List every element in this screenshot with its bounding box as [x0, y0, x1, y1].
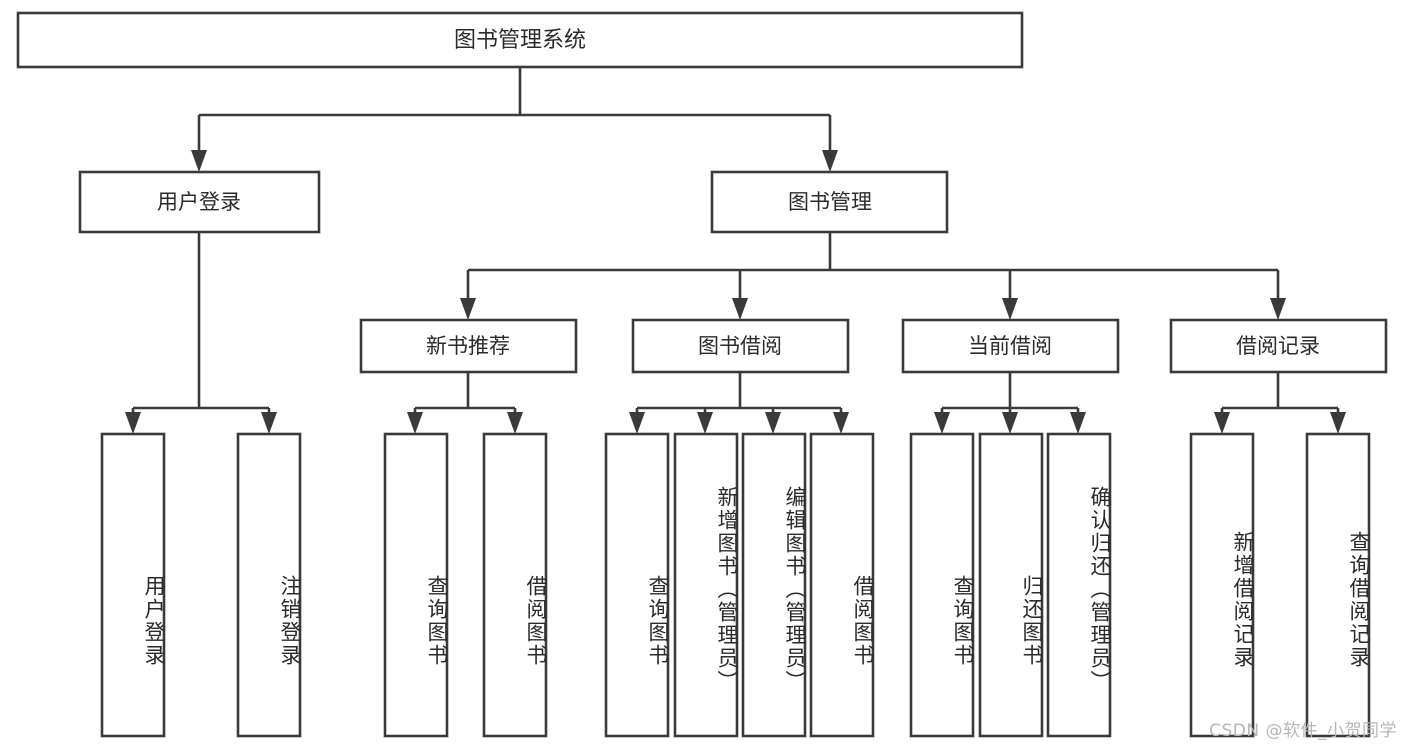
- arrowhead-leaf-logout: [261, 412, 277, 434]
- connector-group-book-borrow: [629, 372, 849, 434]
- connector-group-root: [191, 67, 838, 172]
- arrowhead-new-book-recommend: [460, 298, 476, 320]
- leaf-boxes: [100, 432, 1371, 738]
- leaf-logout-box[interactable]: [236, 432, 302, 738]
- node-book-borrow-box[interactable]: [631, 318, 850, 374]
- arrowhead-borrow-record: [1270, 298, 1286, 320]
- node-current-borrow-box[interactable]: [901, 318, 1120, 374]
- arrowhead-book-borrow: [732, 298, 748, 320]
- leaf-borrow-book-1-box[interactable]: [482, 432, 548, 738]
- node-root[interactable]: 图书管理系统: [16, 11, 1024, 69]
- leaf-edit-book-box[interactable]: [741, 432, 807, 738]
- arrowhead-current-borrow: [1002, 298, 1018, 320]
- arrowhead-leaf-query-book-1: [407, 412, 423, 434]
- arrowhead-leaf-add-record: [1214, 412, 1230, 434]
- node-new-book-recommend-box[interactable]: [359, 318, 578, 374]
- leaf-return-book-box[interactable]: [978, 432, 1044, 738]
- arrowhead-leaf-borrow-book-1: [507, 412, 523, 434]
- leaf-query-book-2-box[interactable]: [604, 432, 670, 738]
- leaf-query-book-3-box[interactable]: [909, 432, 975, 738]
- leaf-add-record-box[interactable]: [1189, 432, 1255, 738]
- arrowhead-leaf-confirm-return: [1070, 412, 1086, 434]
- arrowhead-leaf-add-book: [697, 412, 713, 434]
- arrowhead-book-management: [822, 150, 838, 172]
- connector-group-user-login: [125, 232, 277, 434]
- node-root-box[interactable]: [16, 11, 1024, 69]
- node-new-book-recommend-label: 新书推荐: [426, 334, 510, 358]
- arrowhead-leaf-return-book: [1002, 412, 1018, 434]
- connector-group-current-borrow: [934, 372, 1086, 434]
- leaf-query-record-box[interactable]: [1305, 432, 1371, 738]
- node-book-management-label: 图书管理: [788, 190, 872, 214]
- leaf-user-login-box[interactable]: [100, 432, 166, 738]
- node-book-management[interactable]: 图书管理: [710, 170, 949, 234]
- node-current-borrow[interactable]: 当前借阅: [901, 318, 1120, 374]
- connector-group-book-management: [460, 232, 1286, 320]
- node-new-book-recommend[interactable]: 新书推荐: [359, 318, 578, 374]
- arrowhead-leaf-query-book-2: [629, 412, 645, 434]
- node-root-label: 图书管理系统: [454, 28, 586, 53]
- node-user-login-box[interactable]: [78, 170, 321, 234]
- leaf-borrow-book-2-box[interactable]: [809, 432, 875, 738]
- arrowhead-leaf-borrow-book-2: [833, 412, 849, 434]
- node-borrow-record-box[interactable]: [1169, 318, 1388, 374]
- arrowhead-user-login: [191, 150, 207, 172]
- node-current-borrow-label: 当前借阅: [968, 334, 1052, 358]
- node-user-login[interactable]: 用户登录: [78, 170, 321, 234]
- node-book-borrow-label: 图书借阅: [698, 334, 782, 358]
- leaf-query-book-1-box[interactable]: [383, 432, 449, 738]
- arrowhead-leaf-edit-book: [765, 412, 781, 434]
- connector-group-borrow-record: [1214, 372, 1346, 434]
- arrowhead-leaf-query-book-3: [934, 412, 950, 434]
- leaf-confirm-return-box[interactable]: [1046, 432, 1112, 738]
- arrowhead-leaf-user-login: [125, 412, 141, 434]
- node-borrow-record-label: 借阅记录: [1236, 334, 1320, 358]
- leaf-add-book-box[interactable]: [673, 432, 739, 738]
- node-book-borrow[interactable]: 图书借阅: [631, 318, 850, 374]
- node-borrow-record[interactable]: 借阅记录: [1169, 318, 1388, 374]
- connector-group-new-book-recommend: [407, 372, 523, 434]
- node-user-login-label: 用户登录: [157, 190, 241, 214]
- node-book-management-box[interactable]: [710, 170, 949, 234]
- watermark-text: CSDN @软件_小贺同学: [1209, 721, 1397, 741]
- arrowhead-leaf-query-record: [1330, 412, 1346, 434]
